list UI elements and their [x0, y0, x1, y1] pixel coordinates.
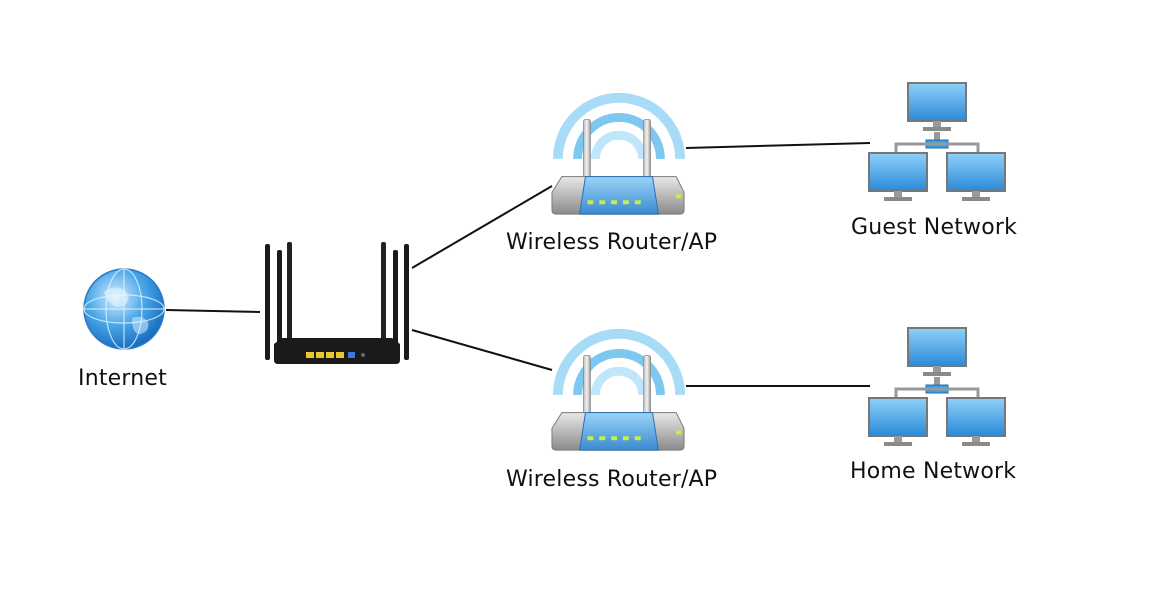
internet-label: Internet — [78, 366, 167, 391]
edge-router-ap-top — [411, 185, 553, 269]
ap-top-label: Wireless Router/AP — [506, 230, 718, 255]
network-computers-icon-home — [869, 328, 1005, 446]
edge-ap-top-guest — [685, 142, 871, 149]
guest-network-label: Guest Network — [851, 215, 1018, 240]
edge-internet-router — [165, 309, 261, 313]
router-icon — [265, 242, 409, 364]
wireless-ap-icon-top — [552, 98, 684, 214]
globe-icon — [83, 268, 165, 350]
connection-lines — [165, 142, 871, 387]
home-network-label: Home Network — [850, 459, 1017, 484]
edge-router-ap-bottom — [411, 329, 553, 371]
wireless-ap-icon-bottom — [552, 334, 684, 450]
ap-bottom-label: Wireless Router/AP — [506, 467, 718, 492]
network-computers-icon-guest — [869, 83, 1005, 201]
